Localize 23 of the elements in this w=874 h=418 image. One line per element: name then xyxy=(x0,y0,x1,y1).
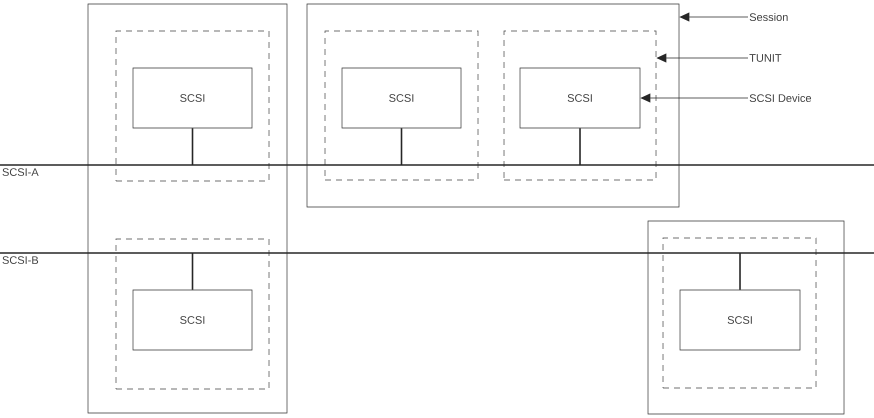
bus-stub xyxy=(579,128,581,165)
bus-stub xyxy=(192,128,194,165)
callout-label: SCSI Device xyxy=(750,94,812,102)
tunit-box xyxy=(324,30,478,180)
callout-label: Session xyxy=(750,12,788,22)
session-box xyxy=(88,4,288,414)
session-box xyxy=(306,4,680,208)
bus-stub xyxy=(192,253,194,290)
bus-stub xyxy=(739,253,741,290)
callout-label: TUNIT xyxy=(749,54,782,62)
bus-line: SCSI-A xyxy=(0,164,874,176)
device-box: SCSI xyxy=(520,68,640,128)
tunit-box xyxy=(662,238,816,388)
bus-stub xyxy=(400,128,402,165)
bus-line: SCSI-B xyxy=(0,252,874,264)
tunit-box xyxy=(116,30,270,182)
device-box: SCSI xyxy=(680,290,800,350)
tunit-box xyxy=(116,238,270,390)
tunit-box xyxy=(504,30,656,180)
device-box: SCSI xyxy=(342,68,462,128)
device-box: SCSI xyxy=(132,68,252,128)
device-box: SCSI xyxy=(132,290,252,350)
session-box xyxy=(648,220,844,414)
